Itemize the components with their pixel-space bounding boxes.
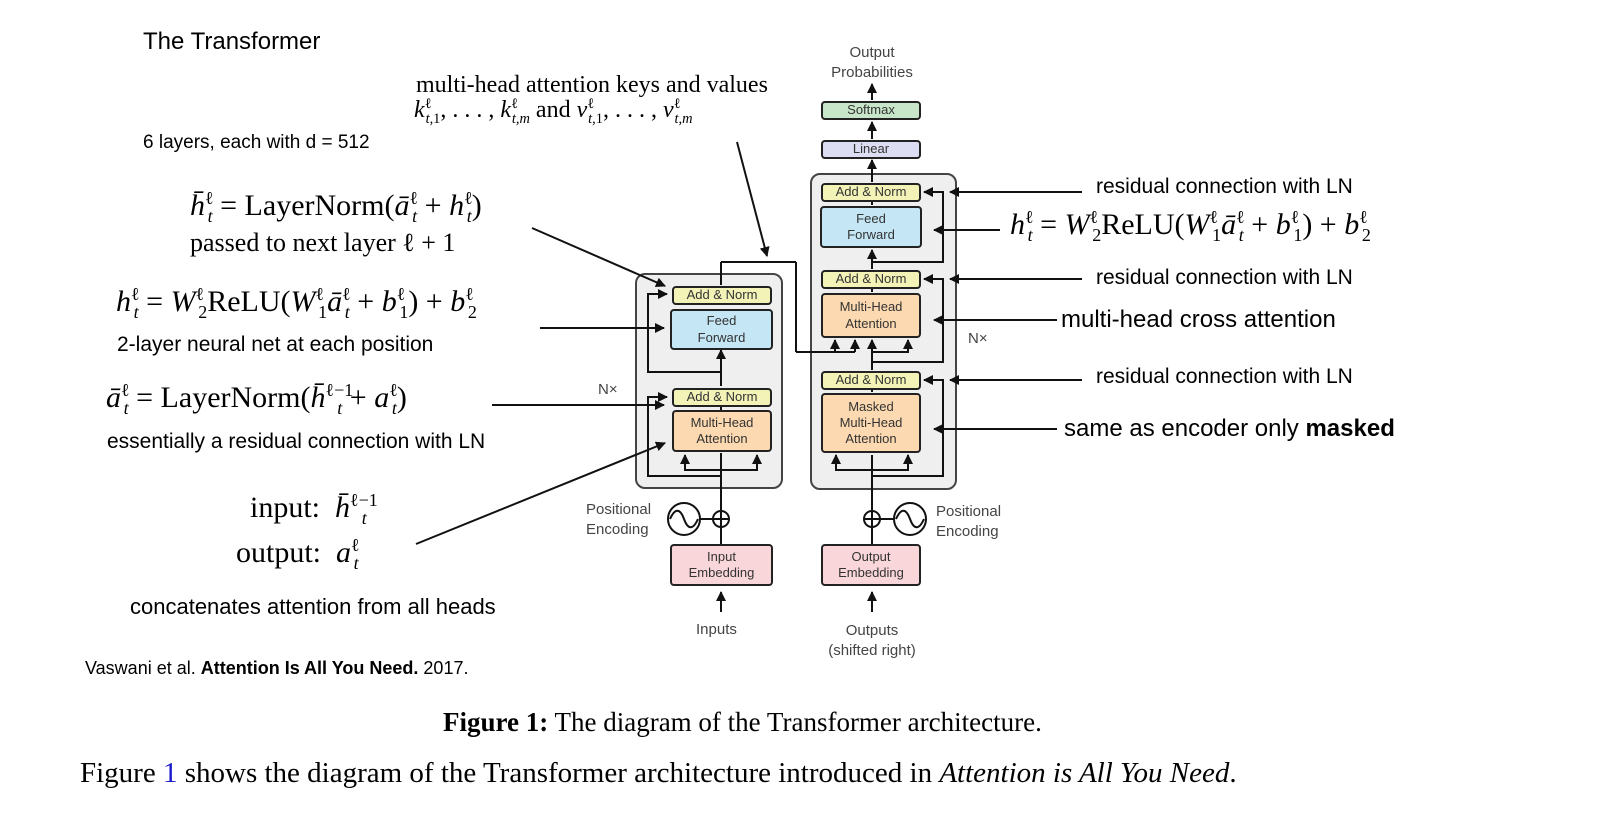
cross-attention-note: multi-head cross attention (1061, 306, 1336, 333)
masked-note: same as encoder only masked (1064, 415, 1395, 443)
output-formula: output: aℓt (236, 535, 360, 573)
body-paper-title: Attention is All You Need (939, 757, 1230, 789)
encoder-add-norm-1: Add & Norm (672, 388, 772, 407)
citation-year: 2017. (418, 658, 469, 678)
output-embedding-box: Output Embedding (821, 544, 921, 586)
decoder-add-norm-2: Add & Norm (821, 270, 921, 289)
encoder-nx-label: N× (598, 381, 618, 398)
input-formula: input: h̄ℓ−1t (250, 490, 378, 528)
citation-title: Attention Is All You Need. (200, 658, 419, 678)
body-prefix: Figure (80, 757, 163, 789)
decoder-nx-label: N× (968, 330, 988, 347)
ln-first-note: essentially a residual connection with L… (107, 430, 486, 453)
citation: Vaswani et al. Attention Is All You Need… (85, 658, 468, 679)
encoder-multi-head-attention: Multi-Head Attention (672, 410, 772, 452)
softmax-box: Softmax (821, 101, 921, 120)
figure-caption-label: Figure 1: (443, 707, 549, 737)
figure-caption: Figure 1: The diagram of the Transformer… (443, 707, 1042, 738)
kv-note: multi-head attention keys and values (416, 72, 768, 98)
layers-note: 6 layers, each with d = 512 (143, 132, 370, 153)
slide-title: The Transformer (143, 28, 321, 55)
input-embedding-box: Input Embedding (670, 544, 773, 586)
ffn-formula-right: hℓt = Wℓ2ReLU(Wℓ1āℓt + bℓ1) + bℓ2 (1010, 207, 1371, 245)
ln-first-formula: āℓt = LayerNorm(h̄ℓ−1t + aℓt) (106, 380, 407, 418)
output-probabilities-label: Output Probabilities (831, 44, 913, 81)
figure-caption-text: The diagram of the Transformer architect… (548, 707, 1042, 737)
decoder-masked-attention: Masked Multi-Head Attention (821, 393, 921, 453)
ffn-note: 2-layer neural net at each position (117, 333, 434, 356)
inputs-label: Inputs (696, 621, 737, 638)
linear-box: Linear (821, 140, 921, 159)
masked-note-bold: masked (1305, 415, 1395, 442)
residual-note-2: residual connection with LN (1096, 266, 1353, 289)
kv-formula: kℓt,1, . . . , kℓt,m and vℓt,1, . . . , … (414, 96, 693, 127)
decoder-positional-encoding-label: Positional Encoding (936, 503, 1002, 540)
residual-note-1: residual connection with LN (1096, 175, 1353, 198)
residual-note-3: residual connection with LN (1096, 365, 1353, 388)
body-paragraph: Figure 1 shows the diagram of the Transf… (80, 757, 1237, 790)
decoder-cross-attention: Multi-Head Attention (821, 293, 921, 338)
masked-note-prefix: same as encoder only (1064, 415, 1306, 442)
encoder-positional-encoding-label: Positional Encoding (586, 501, 652, 538)
body-middle: shows the diagram of the Transformer arc… (177, 757, 940, 789)
ln-next-note: passed to next layer ℓ + 1 (190, 228, 456, 257)
ln-next-formula: h̄ℓt = LayerNorm(āℓt + hℓt) (190, 188, 482, 226)
figure-ref-link[interactable]: 1 (162, 757, 178, 789)
decoder-add-norm-3: Add & Norm (821, 183, 921, 202)
outputs-label: Outputs (shifted right) (828, 622, 916, 659)
concat-note: concatenates attention from all heads (130, 594, 496, 619)
decoder-feed-forward: Feed Forward (820, 206, 922, 248)
ffn-formula-left: hℓt = Wℓ2ReLU(Wℓ1āℓt + bℓ1) + bℓ2 (116, 284, 477, 322)
body-suffix: . (1229, 757, 1237, 789)
decoder-add-norm-1: Add & Norm (821, 371, 921, 390)
encoder-feed-forward: Feed Forward (670, 309, 773, 350)
citation-authors: Vaswani et al. (85, 658, 201, 678)
encoder-add-norm-2: Add & Norm (672, 286, 772, 305)
